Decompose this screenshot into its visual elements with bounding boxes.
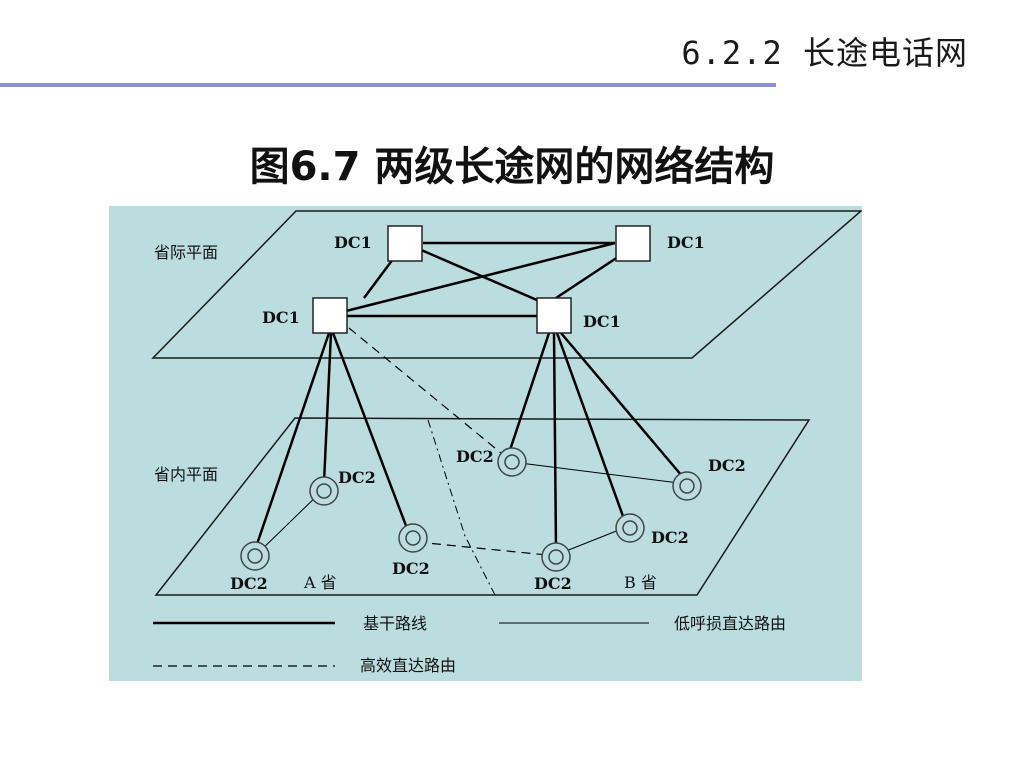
dc2-node-a-middle — [398, 523, 428, 553]
dc2-label-a-middle: DC2 — [392, 559, 430, 578]
legend-backbone-label: 基干路线 — [363, 614, 427, 633]
dc2-label-a-lower: DC2 — [230, 574, 268, 593]
dc2-label-b-upper-left: DC2 — [456, 447, 494, 466]
dc1-label-mid-right: DC1 — [583, 312, 621, 331]
dc1-label-top-right: DC1 — [667, 233, 705, 252]
province-boundary — [427, 419, 496, 596]
dc1-node-mid-left — [312, 297, 348, 334]
dc1-dc2-backbone-links — [253, 332, 683, 551]
dc2-node-b-lower — [541, 542, 571, 572]
dc2-node-b-upper-left — [497, 447, 527, 477]
dc2-label-b-upper-right: DC2 — [708, 456, 746, 475]
dc2-node-b-middle — [615, 513, 645, 543]
low-loss-direct-routes — [254, 461, 688, 557]
dc1-label-mid-left: DC1 — [262, 308, 300, 327]
dc1-node-top-left — [387, 225, 423, 262]
high-efficiency-direct-routes — [348, 327, 548, 556]
intra-province-plane-label: 省内平面 — [154, 465, 218, 484]
section-title: 6.2.2 长途电话网 — [681, 34, 968, 72]
network-diagram: 省际平面 省内平面 DC1 DC1 DC1 DC1 DC2 DC2 DC2 DC… — [109, 206, 862, 681]
dc1-node-top-right — [615, 225, 651, 262]
inter-province-plane — [151, 210, 862, 359]
legend-high-efficiency-label: 高效直达路由 — [360, 656, 456, 675]
dc2-node-a-upper — [309, 476, 339, 506]
province-b-label: B 省 — [624, 573, 657, 592]
header-divider — [0, 83, 776, 87]
inter-province-plane-label: 省际平面 — [154, 243, 218, 262]
intra-province-plane — [154, 417, 811, 596]
legend-low-loss-label: 低呼损直达路由 — [674, 614, 786, 633]
network-diagram-canvas: 省际平面 省内平面 DC1 DC1 DC1 DC1 DC2 DC2 DC2 DC… — [151, 210, 862, 675]
province-a-label: A 省 — [303, 573, 337, 592]
dc2-label-b-middle: DC2 — [651, 528, 689, 547]
dc1-label-top-left: DC1 — [334, 233, 372, 252]
dc2-node-b-upper-right — [672, 471, 702, 501]
dc2-label-a-upper: DC2 — [338, 468, 376, 487]
dc1-backbone-links — [345, 241, 625, 318]
slide-title: 图6.7 两级长途网的网络结构 — [249, 144, 775, 190]
dc2-label-b-lower: DC2 — [534, 574, 572, 593]
dc2-node-a-lower — [240, 541, 270, 571]
dc1-node-mid-right — [536, 297, 572, 334]
